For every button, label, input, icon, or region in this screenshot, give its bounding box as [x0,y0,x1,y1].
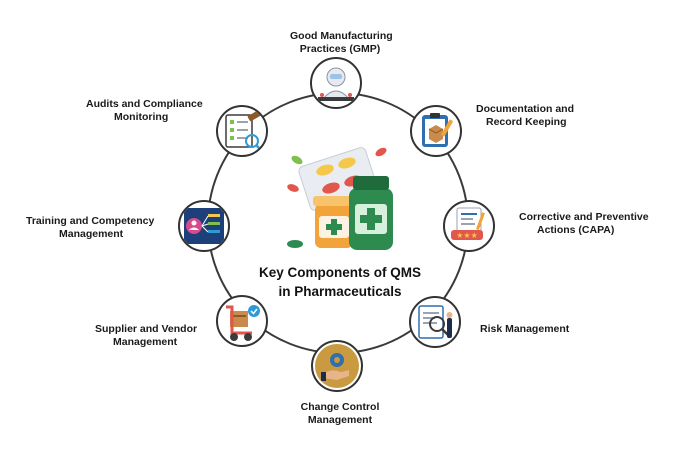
label-change: Change Control Management [300,401,380,426]
label-risk: Risk Management [480,323,570,335]
hand-truck-icon [226,305,260,341]
node-audits [216,105,268,157]
person-gear-icon [184,208,224,244]
cleanroom-worker-icon [318,67,354,101]
label-training: Training and Competency Management [26,215,155,240]
node-documentation [410,105,462,157]
hand-gear-icon [315,344,359,388]
node-supplier [216,295,268,347]
center-title: Key Components of QMS in Pharmaceuticals [250,263,430,301]
label-gmp: Good Manufacturing Practices (GMP) [290,30,393,55]
node-capa: ★★★ [443,200,495,252]
rating-document-icon: ★★★ [451,207,485,240]
node-risk [409,296,461,348]
label-supplier: Supplier and Vendor Management [95,323,198,348]
node-change [311,340,363,392]
svg-text:★★★: ★★★ [456,231,478,240]
node-gmp [310,57,362,109]
risk-analysis-icon [418,305,453,339]
clipboard-box-icon [422,113,453,147]
center-title-line2: in Pharmaceuticals [278,284,402,299]
node-training [178,200,230,252]
label-audits: Audits and Compliance Monitoring [86,98,203,123]
label-capa: Corrective and Preventive Actions (CAPA) [519,211,649,236]
label-documentation: Documentation and Record Keeping [476,103,575,128]
checklist-gavel-icon [225,110,261,150]
center-title-line1: Key Components of QMS [258,265,421,280]
medicine-bottles-icon [287,147,393,250]
